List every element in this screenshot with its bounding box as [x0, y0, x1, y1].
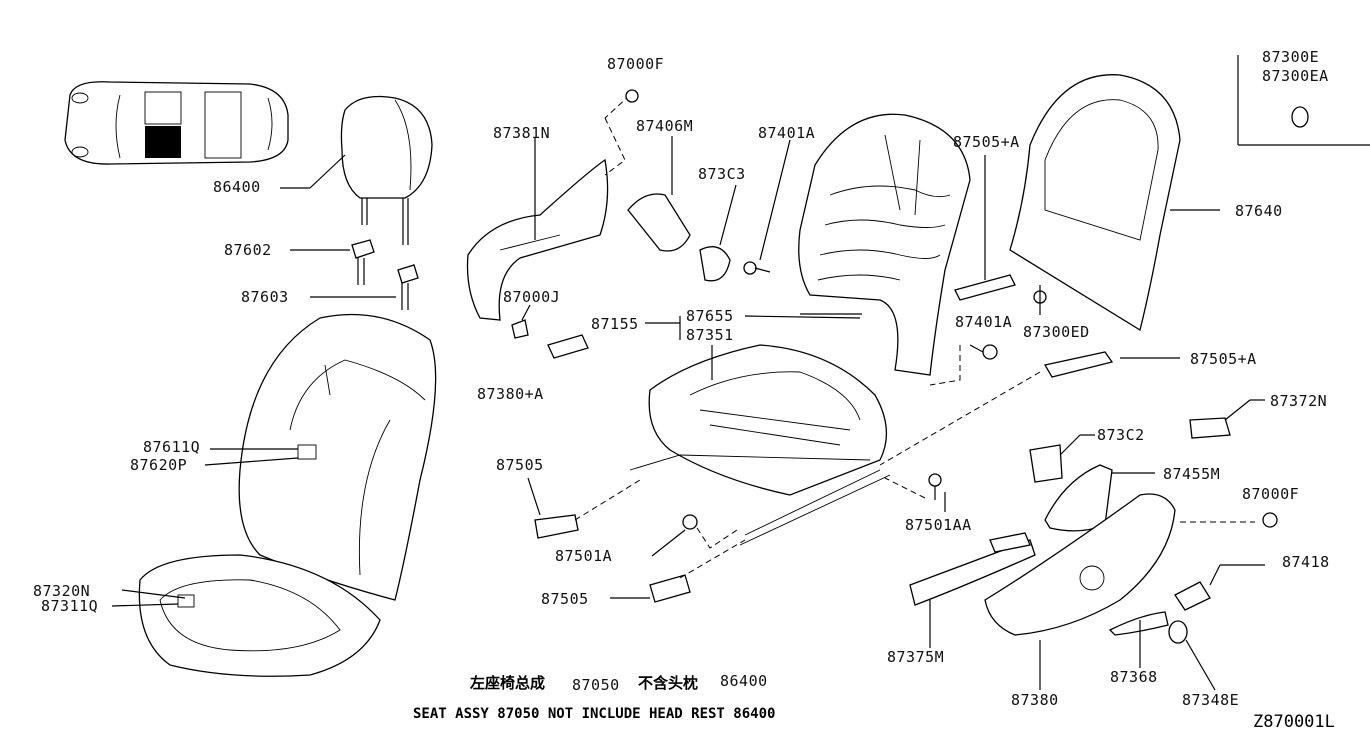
- part-label-87348E: 87348E: [1182, 691, 1240, 709]
- seat-cushion-trim: [111, 554, 381, 677]
- ring-87348E: [1168, 620, 1216, 691]
- seatback-trim: [204, 313, 437, 601]
- part-label-87620P: 87620P: [130, 456, 188, 474]
- part-label-87381N: 87381N: [493, 124, 551, 142]
- back-pad-87640: [1009, 74, 1220, 332]
- side-cover-87381N: [466, 89, 639, 321]
- leader-lines: [800, 285, 1041, 315]
- part-label-87351: 87351: [686, 326, 734, 344]
- part-label-87311Q: 87311Q: [41, 597, 99, 615]
- cover-873C2: [1029, 434, 1095, 483]
- part-label-87611Q: 87611Q: [143, 438, 201, 456]
- rail-cover-87375M: [909, 532, 1036, 648]
- part-label-87320N: 87320N: [33, 582, 91, 600]
- clip-87000F-right: [1262, 512, 1278, 528]
- part-label-87000F-right: 87000F: [1242, 485, 1300, 503]
- bolt-87501AA: [884, 473, 946, 512]
- part-label-87505A-top: 87505+A: [953, 133, 1020, 151]
- part-label-87368: 87368: [1110, 668, 1158, 686]
- bolt-87401A: [743, 139, 791, 275]
- cushion-frame-87351: [629, 344, 891, 546]
- note-cn-title: 左座椅总成: [470, 674, 546, 692]
- lever-87368: [1108, 611, 1169, 668]
- part-label-87455M: 87455M: [1163, 465, 1221, 483]
- trim-87505-lower: [527, 477, 641, 539]
- headrest-guides: [290, 239, 419, 310]
- part-label-87401A-mid: 87401A: [955, 313, 1013, 331]
- part-label-87155: 87155: [591, 315, 639, 333]
- part-label-87300E: 87300E: [1262, 48, 1320, 66]
- part-label-87603: 87603: [241, 288, 289, 306]
- part-label-87501AA: 87501AA: [905, 516, 972, 534]
- part-label-87372N: 87372N: [1270, 392, 1328, 410]
- seatback-frame: [798, 113, 971, 376]
- bolt-87401A-mid: [929, 344, 998, 386]
- part-label-87380A: 87380+A: [477, 385, 544, 403]
- part-label-87505-bottom: 87505: [541, 590, 589, 608]
- cap-87372N: [1189, 399, 1265, 439]
- part-label-873C2: 873C2: [1097, 426, 1145, 444]
- note-cn-num2: 86400: [720, 672, 768, 690]
- bolt-87501A: [651, 514, 741, 557]
- part-label-87640: 87640: [1235, 202, 1283, 220]
- trim-87505A-top: [954, 155, 1016, 301]
- note-en-text: SEAT ASSY 87050 NOT INCLUDE HEAD REST 86…: [413, 706, 776, 722]
- note-cn-exclude: 不含头枕: [638, 674, 699, 692]
- clip-87000J: [511, 304, 531, 339]
- part-label-86400: 86400: [213, 178, 261, 196]
- part-label-87300EA: 87300EA: [1262, 67, 1329, 85]
- part-label-87505A-mid: 87505+A: [1190, 350, 1257, 368]
- part-label-87501A: 87501A: [555, 547, 613, 565]
- vehicle-locator-icon: [64, 81, 289, 165]
- cover-87380A: [547, 334, 589, 359]
- part-label-87401A-top: 87401A: [758, 124, 816, 142]
- bracket-87455M: [1044, 464, 1155, 532]
- part-label-87602: 87602: [224, 241, 272, 259]
- part-label-87000F-top: 87000F: [607, 55, 665, 73]
- part-label-87406M: 87406M: [636, 117, 694, 135]
- part-label-87000J: 87000J: [503, 288, 561, 306]
- part-label-87418: 87418: [1282, 553, 1330, 571]
- trim-87505-bottom: [610, 539, 746, 603]
- note-cn-num: 87050: [572, 676, 620, 694]
- side-shield-87380: [984, 493, 1255, 690]
- part-label-873C3: 873C3: [698, 165, 746, 183]
- diagram-code: Z870001L: [1253, 712, 1335, 732]
- part-label-87655: 87655: [686, 307, 734, 325]
- trim-87505A-mid: [879, 351, 1180, 466]
- part-label-87375M: 87375M: [887, 648, 945, 666]
- locator-box-87300E: [1237, 55, 1370, 146]
- part-label-87300ED: 87300ED: [1023, 323, 1090, 341]
- callout-87155-87655: [645, 315, 861, 380]
- headrest-86400: [280, 95, 433, 245]
- knob-87418: [1174, 564, 1265, 611]
- recliner-cover-parts: [627, 136, 737, 282]
- part-label-87505-top: 87505: [496, 456, 544, 474]
- part-label-87380: 87380: [1011, 691, 1059, 709]
